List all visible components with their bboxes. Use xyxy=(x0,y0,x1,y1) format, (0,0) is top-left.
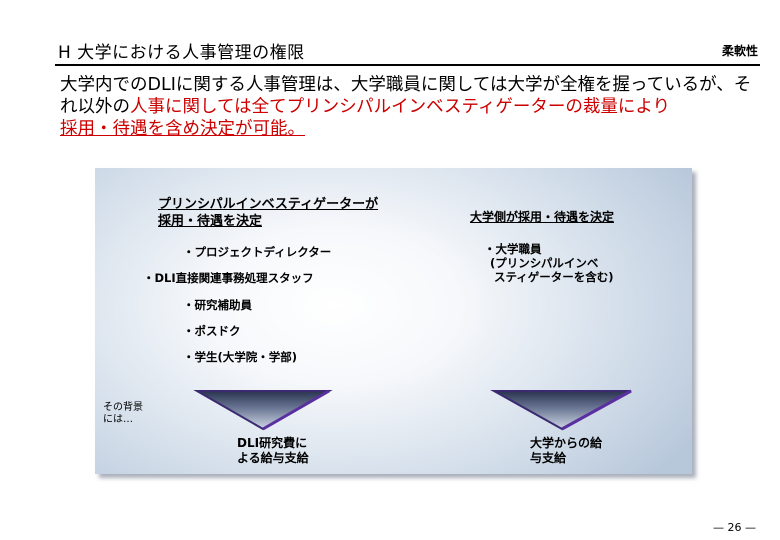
right-list-item: ・大学職員 (プリンシパルインベ スティゲーターを含む) xyxy=(484,242,654,284)
note-line-2: には… xyxy=(103,414,133,425)
left-caption-line-2: よる給与支給 xyxy=(237,451,309,465)
background-note: その背景 には… xyxy=(103,402,143,426)
left-caption-line-1: DLI研究費に xyxy=(237,436,308,450)
content-panel xyxy=(95,168,692,474)
lead-part-4: 採用・待遇を含め決定が可能。 xyxy=(60,119,305,139)
left-heading-line-1: プリンシパルインベスティゲーターが xyxy=(158,197,379,212)
title-rule xyxy=(55,64,760,66)
list-item: ・ポスドク xyxy=(183,324,241,338)
lead-text: 大学内でのDLIに関する人事管理は、大学職員に関しては大学が全権を握っているが、… xyxy=(60,74,765,140)
page-number: — 26 — xyxy=(713,521,756,534)
right-triangle-icon xyxy=(490,389,632,431)
left-heading: プリンシパルインベスティゲーターが 採用・待遇を決定 xyxy=(158,196,378,230)
right-item-line-2: (プリンシパルインベ xyxy=(490,256,599,270)
list-item: ・DLI直接関連事務処理スタッフ xyxy=(143,271,314,285)
lead-part-1: 大学内でのDLIに関する人事管理は、大学職員に関しては大学が全権を握っている xyxy=(60,75,700,95)
note-line-1: その背景 xyxy=(103,402,143,413)
left-triangle-icon xyxy=(193,389,333,431)
lead-part-2: が、それ以外の xyxy=(60,75,752,117)
section-tag: 柔軟性 xyxy=(721,44,758,58)
page-title: H 大学における人事管理の権限 xyxy=(58,43,305,63)
left-caption: DLI研究費に よる給与支給 xyxy=(237,436,309,466)
right-caption-line-1: 大学からの給 xyxy=(530,436,603,450)
list-item: ・プロジェクトディレクター xyxy=(183,245,332,259)
right-caption: 大学からの給 与支給 xyxy=(530,436,602,466)
right-item-line-3: スティゲーターを含む) xyxy=(494,270,614,284)
right-item-line-1: ・大学職員 xyxy=(484,242,542,256)
lead-part-3: 人事に関しては全てプリンシパルインベスティゲーターの裁量により xyxy=(130,97,671,117)
list-item: ・学生(大学院・学部) xyxy=(183,350,298,364)
list-item: ・研究補助員 xyxy=(183,298,252,312)
left-heading-line-2: 採用・待遇を決定 xyxy=(158,214,263,229)
right-heading: 大学側が採用・待遇を決定 xyxy=(470,210,615,224)
right-caption-line-2: 与支給 xyxy=(530,451,567,465)
